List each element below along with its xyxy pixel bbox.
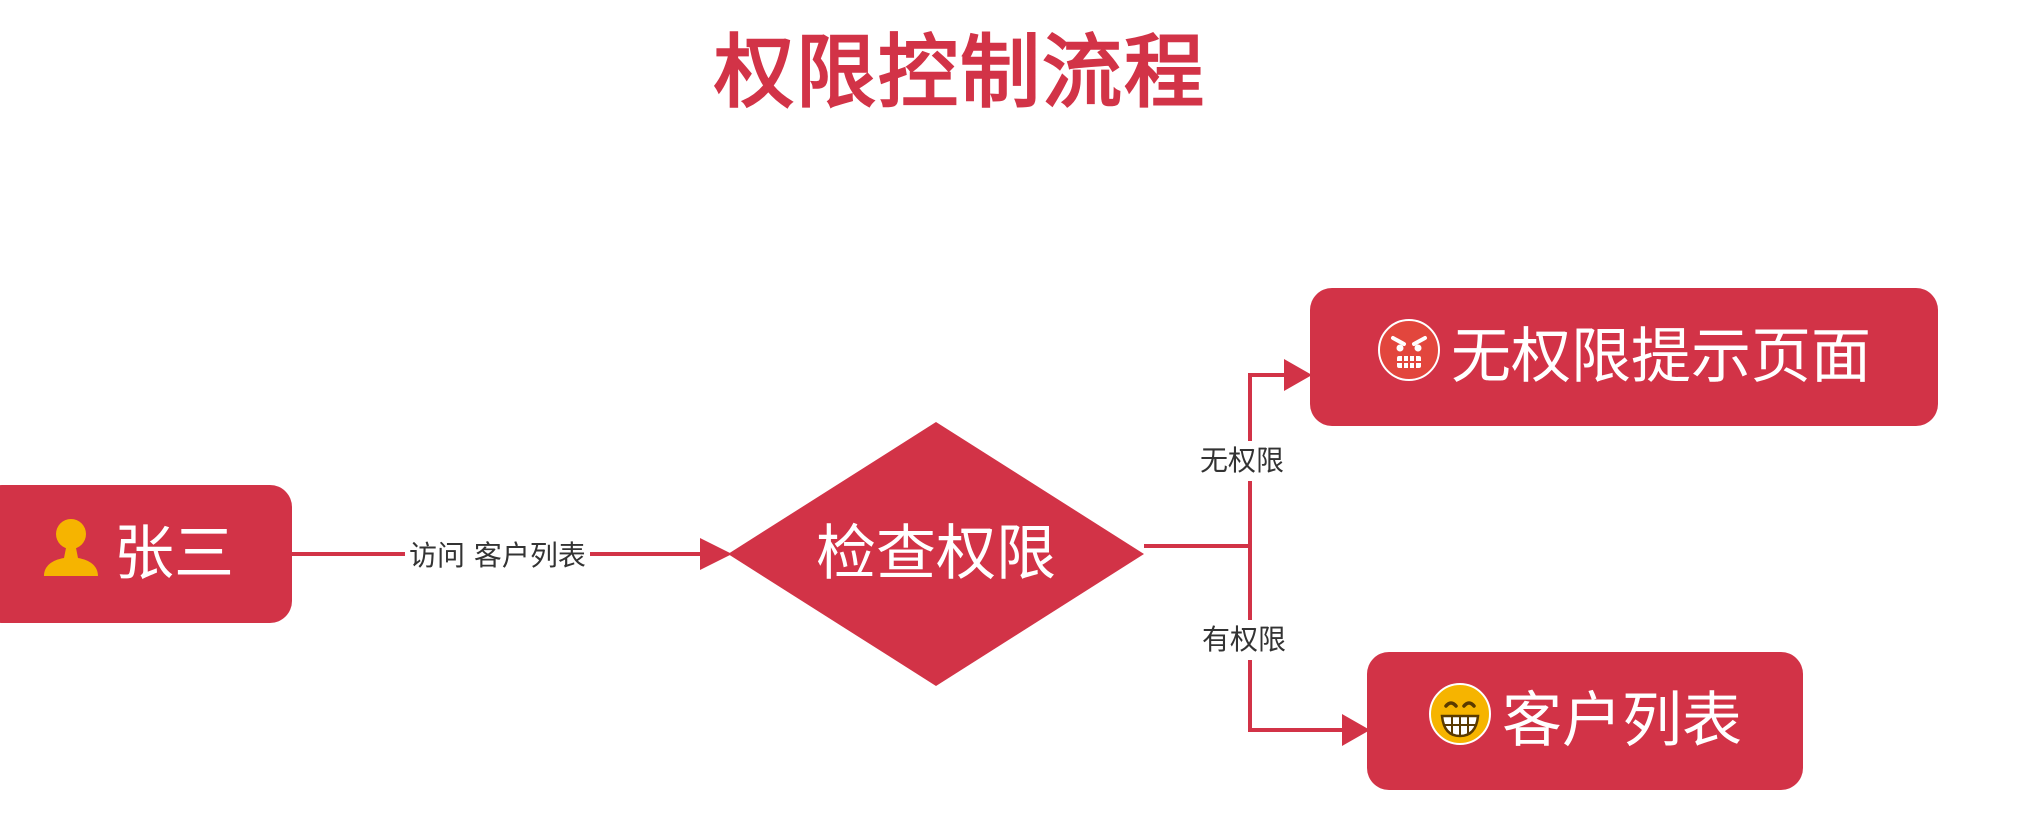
node-customer-list-label: 客户列表	[1502, 686, 1742, 756]
person-icon	[38, 514, 104, 595]
arrowhead-allow	[1342, 714, 1370, 746]
edge-label-deny: 无权限	[1196, 441, 1289, 481]
node-user[interactable]: 张三	[0, 485, 292, 623]
node-no-permission[interactable]: 无权限提示页面	[1310, 288, 1938, 426]
node-customer-list[interactable]: 客户列表	[1367, 652, 1803, 790]
node-user-label: 张三	[114, 519, 234, 589]
edge-label-allow: 有权限	[1198, 620, 1291, 660]
angry-face-icon	[1377, 318, 1441, 397]
decision-label: 检查权限	[816, 519, 1056, 589]
grinning-face-icon	[1428, 682, 1492, 761]
edge-label-visit: 访问 客户列表	[405, 536, 590, 576]
decision-diamond	[728, 422, 1144, 686]
page-title: 权限控制流程	[714, 26, 1206, 119]
arrowhead-check	[700, 538, 732, 570]
node-no-permission-label: 无权限提示页面	[1451, 322, 1871, 392]
arrowhead-deny	[1284, 359, 1312, 391]
